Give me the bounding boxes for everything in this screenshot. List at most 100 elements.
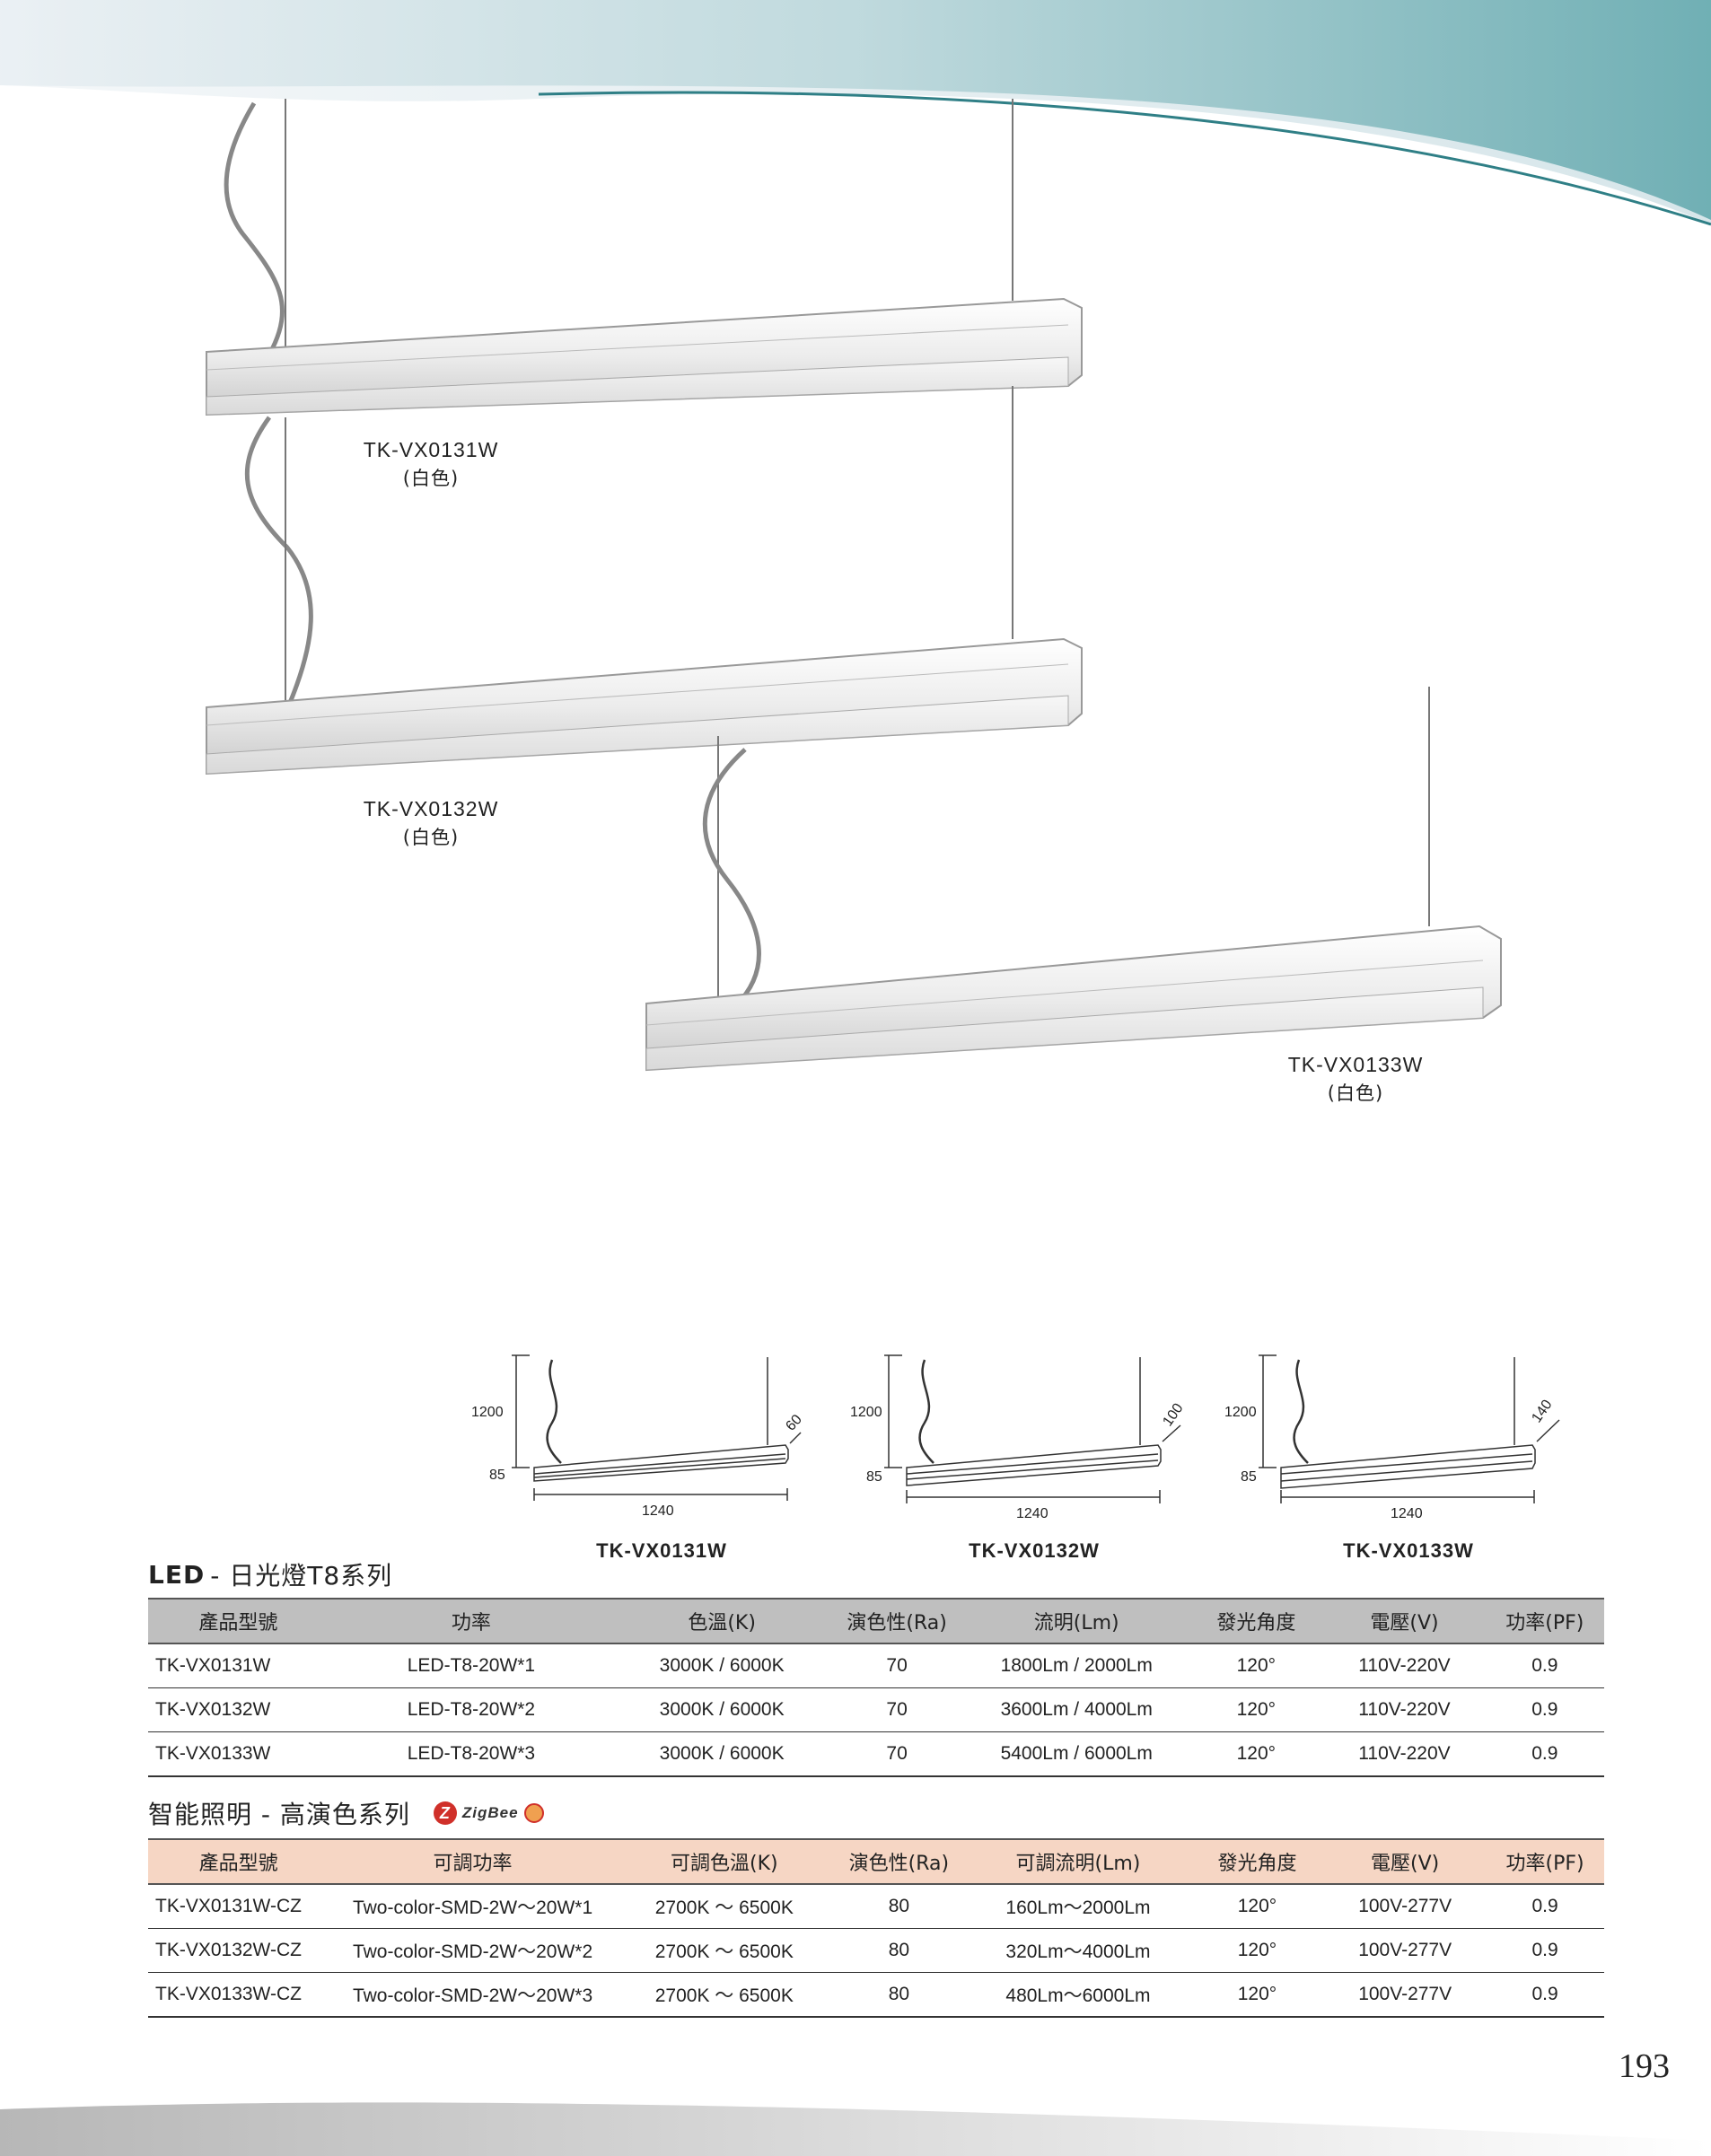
cell-lumen: 3600Lm / 4000Lm — [964, 1687, 1189, 1732]
cell-cri: 70 — [829, 1731, 965, 1777]
table-row: TK-VX0133W-CZ Two-color-SMD-2W～20W*3 270… — [148, 1972, 1604, 2018]
table-row: TK-VX0132W-CZ Two-color-SMD-2W～20W*2 270… — [148, 1928, 1604, 1973]
column-header: 流明(Lm) — [964, 1598, 1189, 1644]
column-header: 產品型號 — [148, 1598, 329, 1644]
fixture-1-render — [206, 99, 1083, 710]
smart-spec-table: 產品型號 可調功率 可調色溫(K) 演色性(Ra) 可調流明(Lm) 發光角度 … — [148, 1838, 1604, 2018]
cell-power: LED-T8-20W*3 — [328, 1731, 615, 1777]
table-row: TK-VX0132W LED-T8-20W*2 3000K / 6000K 70… — [148, 1687, 1604, 1732]
fixture-color: (白色) — [402, 468, 460, 489]
cell-lumen: 320Lm～4000Lm — [966, 1928, 1190, 1973]
table-row: TK-VX0131W LED-T8-20W*1 3000K / 6000K 70… — [148, 1643, 1604, 1688]
cell-voltage: 100V-277V — [1324, 1972, 1487, 2018]
cell-power: LED-T8-20W*1 — [328, 1643, 615, 1688]
cell-color-temp: 3000K / 6000K — [614, 1731, 830, 1777]
cell-power: Two-color-SMD-2W～20W*3 — [329, 1972, 617, 2018]
cell-cri: 80 — [831, 1884, 967, 1929]
drawing-height-label: 1200 — [1224, 1405, 1257, 1420]
fixture-model: TK-VX0131W — [363, 438, 499, 461]
cell-voltage: 110V-220V — [1323, 1687, 1486, 1732]
fixture-2-render — [206, 386, 1083, 1007]
smart-section-title: 智能照明 - 高演色系列 Z ZigBee — [148, 1795, 544, 1831]
cell-beam-angle: 120° — [1189, 1687, 1324, 1732]
drawing-title-1: TK-VX0131W — [596, 1539, 727, 1562]
cell-beam-angle: 120° — [1189, 1928, 1325, 1973]
cell-pf: 0.9 — [1485, 1731, 1604, 1777]
cell-lumen: 5400Lm / 6000Lm — [964, 1731, 1189, 1777]
dimension-drawing-3: 1200 85 1240 140 — [1224, 1354, 1560, 1521]
drawing-width-label: 100 — [1160, 1401, 1186, 1430]
cell-model: TK-VX0133W — [148, 1731, 329, 1777]
fixture-model: TK-VX0133W — [1287, 1053, 1424, 1076]
column-header: 可調流明(Lm) — [966, 1838, 1190, 1885]
certification-dot-icon — [523, 1803, 544, 1823]
column-header: 可調色溫(K) — [616, 1838, 832, 1885]
drawing-body-label: 85 — [866, 1469, 882, 1485]
column-header: 色溫(K) — [614, 1598, 830, 1644]
cell-cri: 80 — [831, 1972, 967, 2018]
fixture-model: TK-VX0132W — [363, 797, 499, 820]
fixture-caption-1: TK-VX0131W (白色) — [332, 435, 530, 493]
fixture-color: (白色) — [402, 827, 460, 848]
cell-lumen: 1800Lm / 2000Lm — [964, 1643, 1189, 1688]
zigbee-logo-icon: Z — [433, 1801, 457, 1825]
column-header: 電壓(V) — [1324, 1838, 1487, 1885]
drawing-title-2: TK-VX0132W — [969, 1539, 1100, 1562]
column-header: 電壓(V) — [1323, 1598, 1486, 1644]
cell-power: Two-color-SMD-2W～20W*1 — [329, 1884, 617, 1929]
cell-color-temp: 3000K / 6000K — [614, 1687, 830, 1732]
cell-pf: 0.9 — [1485, 1687, 1604, 1732]
column-header: 演色性(Ra) — [831, 1838, 967, 1885]
dimension-drawing-2: 1200 85 1240 100 — [850, 1354, 1187, 1521]
fixture-3-render — [645, 687, 1502, 1072]
table-header-row: 產品型號 可調功率 可調色溫(K) 演色性(Ra) 可調流明(Lm) 發光角度 … — [148, 1838, 1604, 1885]
drawing-length-label: 1240 — [1391, 1506, 1423, 1521]
cell-pf: 0.9 — [1486, 1928, 1604, 1973]
smart-section-title-text: 智能照明 - 高演色系列 — [148, 1800, 410, 1829]
column-header: 功率 — [328, 1598, 615, 1644]
cell-color-temp: 2700K ～ 6500K — [616, 1928, 832, 1973]
cell-color-temp: 2700K ～ 6500K — [616, 1884, 832, 1929]
product-illustration — [206, 99, 1502, 1072]
fixture-caption-2: TK-VX0132W (白色) — [332, 794, 530, 852]
column-header: 功率(PF) — [1486, 1838, 1604, 1885]
zigbee-badge-label: ZigBee — [461, 1804, 519, 1821]
cell-voltage: 100V-277V — [1324, 1884, 1487, 1929]
fixture-caption-3: TK-VX0133W (白色) — [1257, 1050, 1454, 1108]
header-banner — [0, 0, 1711, 226]
cell-lumen: 480Lm～6000Lm — [966, 1972, 1190, 2018]
cell-cri: 80 — [831, 1928, 967, 1973]
led-section-title-a: LED — [148, 1559, 206, 1590]
drawing-height-label: 1200 — [850, 1405, 882, 1420]
table-row: TK-VX0133W LED-T8-20W*3 3000K / 6000K 70… — [148, 1731, 1604, 1777]
cell-power: LED-T8-20W*2 — [328, 1687, 615, 1732]
fixture-color: (白色) — [1327, 1082, 1384, 1104]
cell-model: TK-VX0132W — [148, 1687, 329, 1732]
drawing-body-label: 85 — [1241, 1469, 1257, 1485]
cell-color-temp: 3000K / 6000K — [614, 1643, 830, 1688]
column-header: 演色性(Ra) — [829, 1598, 965, 1644]
column-header: 產品型號 — [148, 1838, 329, 1885]
cell-model: TK-VX0131W — [148, 1643, 329, 1688]
drawing-length-label: 1240 — [642, 1503, 674, 1519]
footer-band — [0, 2102, 1711, 2156]
cell-lumen: 160Lm～2000Lm — [966, 1884, 1190, 1929]
cell-beam-angle: 120° — [1189, 1884, 1325, 1929]
cell-cri: 70 — [829, 1643, 965, 1688]
cell-pf: 0.9 — [1485, 1643, 1604, 1688]
led-section-title: LED - 日光燈T8系列 — [148, 1556, 392, 1592]
drawing-body-label: 85 — [489, 1468, 505, 1483]
cell-pf: 0.9 — [1486, 1884, 1604, 1929]
cell-voltage: 110V-220V — [1323, 1643, 1486, 1688]
table-row: TK-VX0131W-CZ Two-color-SMD-2W～20W*1 270… — [148, 1884, 1604, 1929]
cell-pf: 0.9 — [1486, 1972, 1604, 2018]
drawing-width-label: 60 — [783, 1412, 805, 1434]
column-header: 發光角度 — [1189, 1598, 1324, 1644]
cell-beam-angle: 120° — [1189, 1643, 1324, 1688]
page-number: 193 — [1619, 2047, 1670, 2085]
column-header: 功率(PF) — [1485, 1598, 1604, 1644]
led-section-title-b: - 日光燈T8系列 — [210, 1561, 393, 1591]
cell-power: Two-color-SMD-2W～20W*2 — [329, 1928, 617, 1973]
cell-model: TK-VX0133W-CZ — [148, 1972, 329, 2018]
cell-voltage: 100V-277V — [1324, 1928, 1487, 1973]
